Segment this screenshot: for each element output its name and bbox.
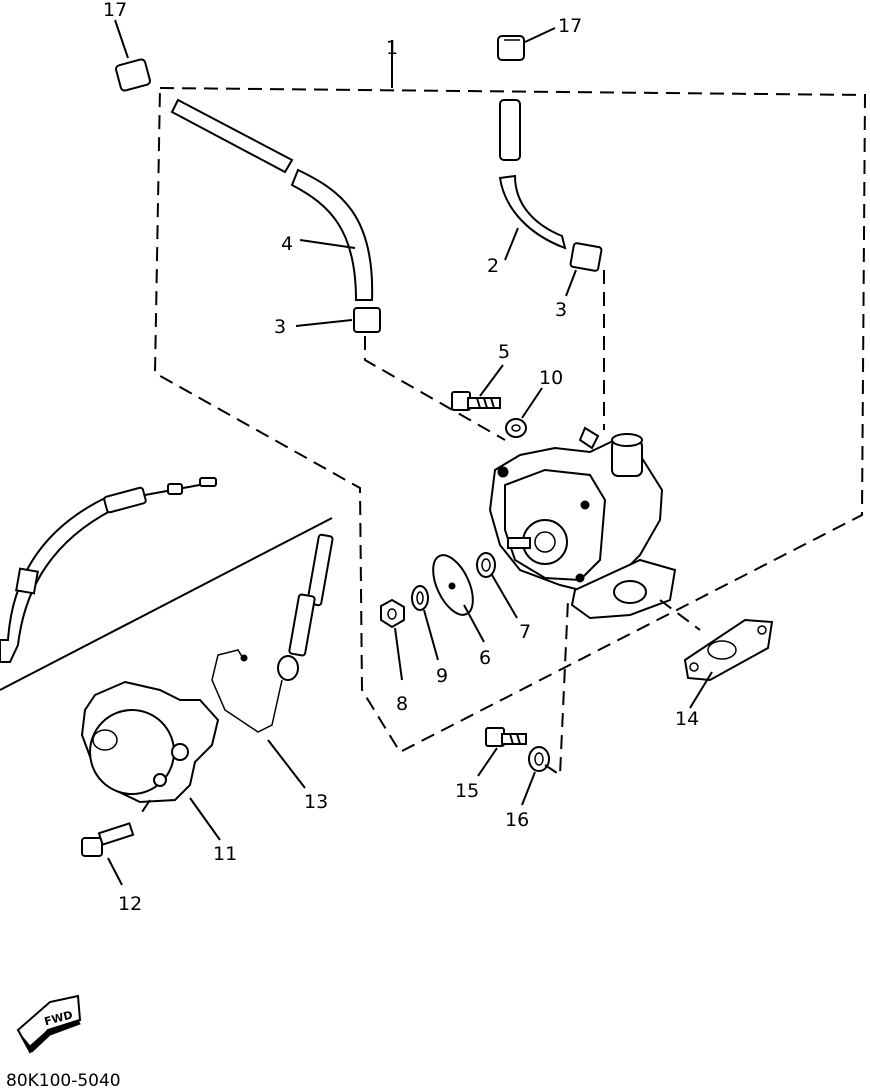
callout-1: 1 xyxy=(386,37,398,59)
callout-7: 7 xyxy=(519,621,531,643)
callout-14: 14 xyxy=(675,708,699,730)
part-3-clamp-right xyxy=(565,242,605,430)
part-11-cover xyxy=(80,680,221,841)
callout-3-right: 3 xyxy=(555,299,567,321)
callout-3-left: 3 xyxy=(274,316,286,338)
callout-6: 6 xyxy=(479,647,491,669)
drawing-code: 80K100-5040 xyxy=(6,1071,121,1089)
callout-11: 11 xyxy=(213,843,237,865)
part-4-hose xyxy=(170,98,374,301)
part-3-clamp-left xyxy=(295,307,506,441)
part-17-cap-left xyxy=(114,19,151,92)
callout-15: 15 xyxy=(455,780,479,802)
callout-9: 9 xyxy=(436,665,448,687)
part-15-bolt xyxy=(477,727,527,777)
fwd-arrow-icon: FWD xyxy=(16,994,82,1054)
callout-13: 13 xyxy=(304,791,328,813)
part-13-cable xyxy=(211,533,334,789)
callout-17-left: 17 xyxy=(103,0,127,21)
callout-8: 8 xyxy=(396,693,408,715)
callout-4: 4 xyxy=(281,233,293,255)
part-17-cap-right xyxy=(497,27,556,61)
part-9-washer xyxy=(411,585,439,661)
callout-2: 2 xyxy=(487,255,499,277)
part-2-hose xyxy=(498,99,567,261)
part-8-nut xyxy=(380,598,405,681)
part-16-washer xyxy=(521,599,569,806)
callout-16: 16 xyxy=(505,809,529,831)
part-5-bolt xyxy=(451,364,504,411)
callout-10: 10 xyxy=(539,367,563,389)
callout-5: 5 xyxy=(498,341,510,363)
part-12-bolt xyxy=(81,822,135,886)
part-6-plate xyxy=(432,554,485,643)
part-7-washer xyxy=(476,552,518,619)
cable-left xyxy=(0,477,333,691)
callout-12: 12 xyxy=(118,893,142,915)
part-14-gasket xyxy=(659,599,774,709)
part-10-washer xyxy=(505,387,543,438)
assembly-boundary xyxy=(153,40,867,754)
callout-17-right: 17 xyxy=(558,15,582,37)
oil-pump-body xyxy=(488,426,677,620)
